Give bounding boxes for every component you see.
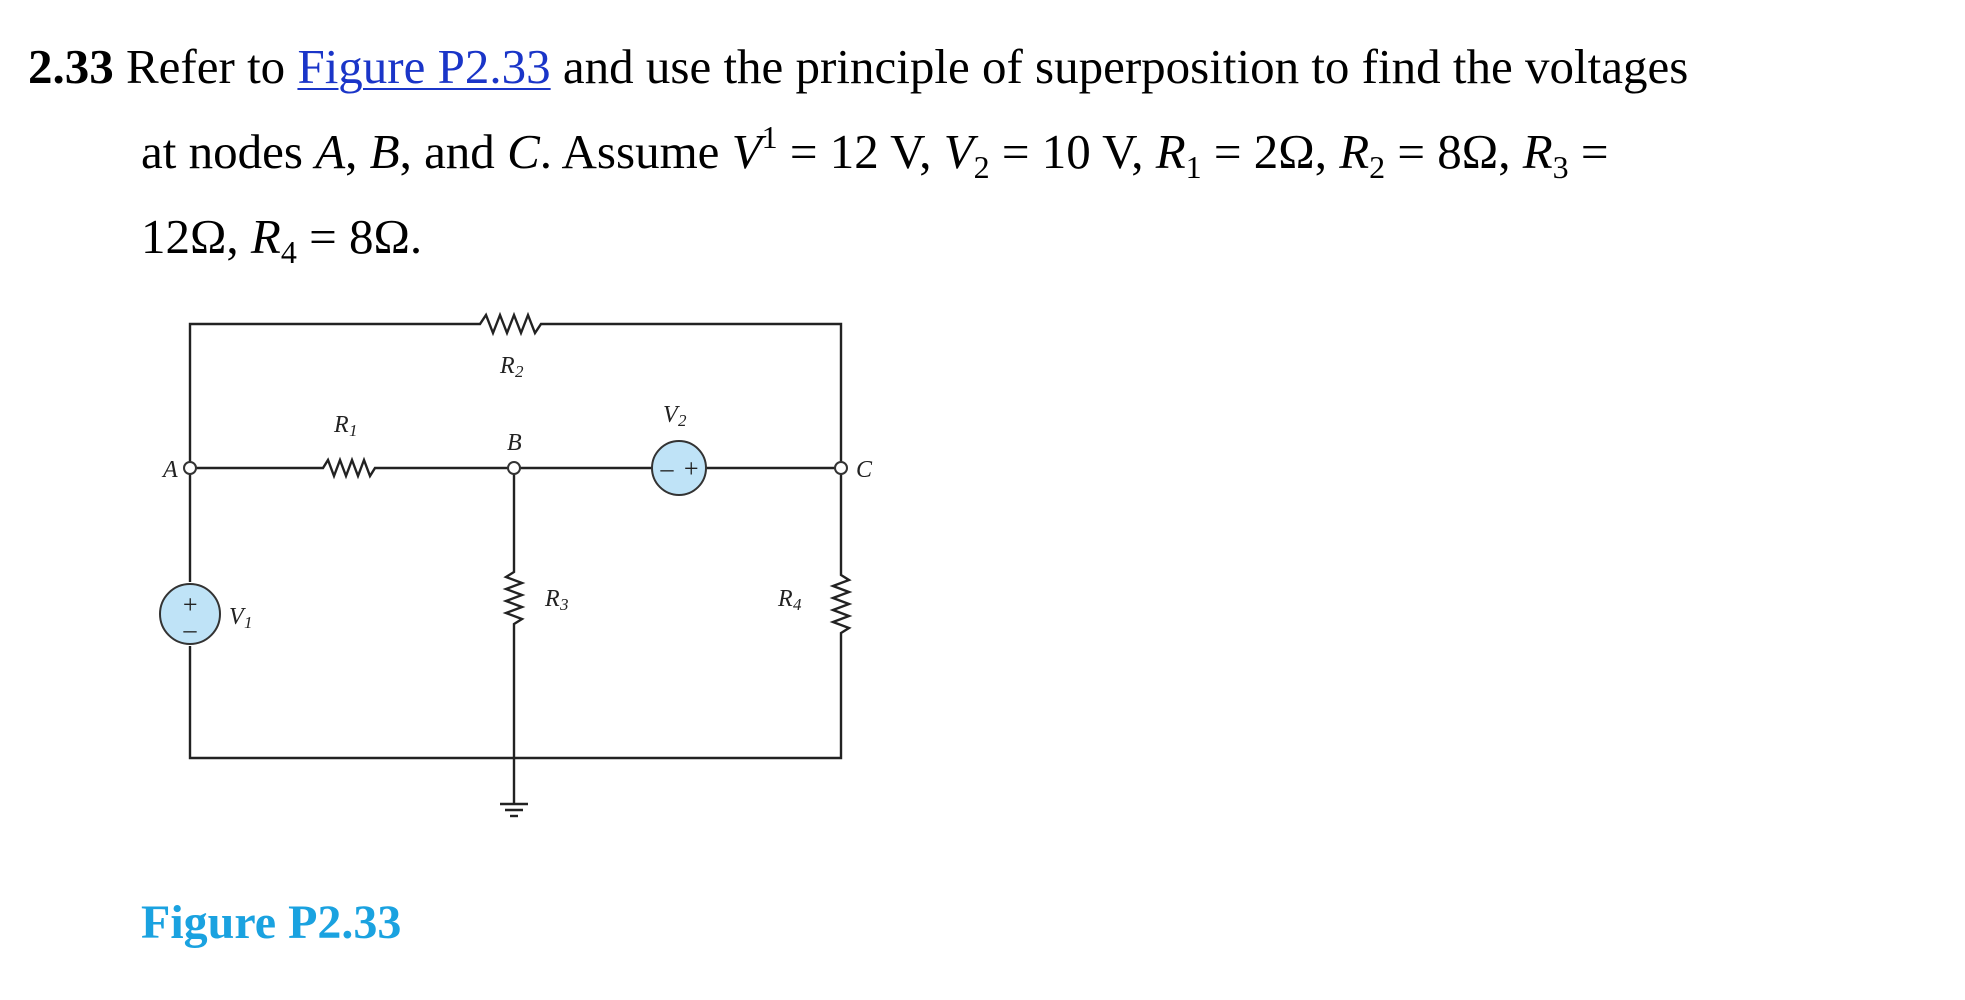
problem-number: 2.33 [28, 39, 114, 94]
svg-text:2: 2 [515, 362, 524, 381]
node-c-dot [834, 461, 848, 475]
v2-value: = 10 V, [1001, 124, 1144, 179]
node-b-label: B [507, 430, 522, 456]
v1-minus-sign: – [183, 615, 198, 644]
v2-symbol: V [943, 124, 974, 179]
ground-icon [500, 800, 528, 818]
svg-text:2: 2 [678, 411, 687, 430]
node-a-dot [183, 461, 197, 475]
v1-value: = 12 V, [789, 124, 932, 179]
nodes-prefix: at nodes [141, 124, 303, 179]
figure-caption: Figure P2.33 [141, 896, 402, 949]
sep-2: , and [399, 124, 495, 179]
r3-subscript: 3 [1552, 149, 1569, 185]
node-c-label: C [856, 457, 873, 483]
r2-symbol: R [1339, 124, 1370, 179]
svg-text:4: 4 [793, 595, 802, 614]
svg-text:R: R [333, 412, 349, 438]
r1-value: = 2Ω, [1213, 124, 1327, 179]
v2-source-icon: – + [651, 440, 707, 496]
problem-line-3: 12Ω, R4 = 8Ω. [28, 202, 1948, 287]
sep-3: . Assume [539, 124, 720, 179]
r2-subscript: 2 [1369, 149, 1386, 185]
problem-text-after-link: and use the principle of superposition t… [562, 39, 1689, 94]
v1-superscript: 1 [761, 119, 778, 155]
r2-label: R 2 [499, 353, 524, 381]
node-b-ref: B [369, 124, 400, 179]
v1-label: V 1 [229, 604, 253, 632]
r3-label: R 3 [544, 586, 569, 614]
svg-text:R: R [544, 586, 560, 612]
svg-text:3: 3 [559, 595, 569, 614]
r1-label: R 1 [333, 412, 358, 440]
r3-symbol: R [1522, 124, 1553, 179]
svg-text:1: 1 [349, 421, 358, 440]
r4-subscript: 4 [280, 234, 297, 270]
r1-symbol: R [1155, 124, 1186, 179]
middle-wire-a-b [196, 456, 508, 480]
node-c-ref: C [507, 124, 540, 179]
r4-value: = 8Ω. [309, 209, 423, 264]
svg-text:R: R [777, 586, 793, 612]
node-b-dot [507, 461, 521, 475]
svg-text:V: V [229, 604, 246, 630]
svg-text:1: 1 [244, 613, 253, 632]
v2-label: V 2 [663, 402, 687, 430]
v2-minus-sign: – [660, 454, 675, 483]
node-a-label: A [161, 457, 178, 483]
v2-plus-sign: + [682, 454, 700, 483]
r4-symbol: R [250, 209, 281, 264]
v2-subscript: 2 [973, 149, 990, 185]
problem-line-2: at nodes A, B, and C. Assume V1 = 12 V, … [28, 102, 1948, 202]
r3-value: 12Ω, [141, 209, 239, 264]
svg-text:V: V [663, 402, 680, 428]
problem-text-before-link: Refer to [126, 39, 286, 94]
svg-text:R: R [499, 353, 515, 379]
r3-branch [502, 474, 526, 800]
r2-value: = 8Ω, [1397, 124, 1511, 179]
top-wire [188, 311, 843, 582]
r4-label: R 4 [777, 586, 802, 614]
r4-branch [188, 474, 853, 760]
v1-source-icon: + – [159, 583, 221, 645]
v1-symbol: V [731, 124, 762, 179]
r3-equals: = [1580, 124, 1609, 179]
node-a-ref: A [315, 124, 346, 179]
problem-statement: 2.33 Refer to Figure P2.33 and use the p… [28, 32, 1948, 287]
r1-subscript: 1 [1185, 149, 1202, 185]
v1-plus-sign: + [181, 590, 199, 619]
sep-1: , [345, 124, 358, 179]
figure-link[interactable]: Figure P2.33 [297, 39, 551, 94]
problem-line-1: 2.33 Refer to Figure P2.33 and use the p… [28, 32, 1948, 102]
